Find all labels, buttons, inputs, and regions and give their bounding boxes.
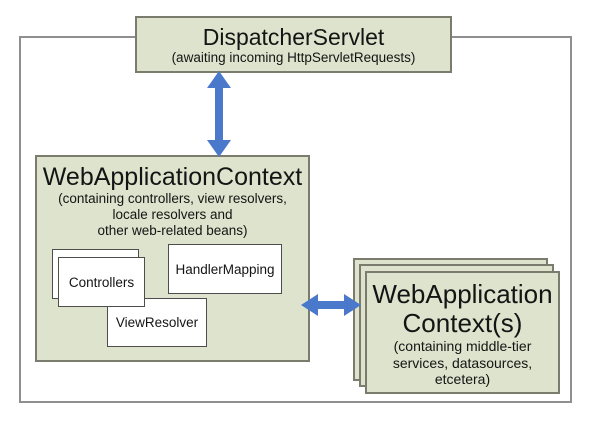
webapp-contexts-subtitle: (containing middle-tier services, dataso… — [367, 338, 558, 388]
title-line: Context(s) — [402, 308, 523, 338]
context-link-arrow-icon — [301, 294, 361, 316]
webapp-contexts-title: WebApplication Context(s) — [367, 280, 558, 338]
dispatcher-servlet-title: DispatcherServlet — [202, 24, 385, 50]
subtitle-line: locale resolvers and — [112, 207, 233, 222]
controllers-label: Controllers — [68, 274, 135, 290]
subtitle-line: services, datasources, — [392, 354, 533, 371]
handler-mapping-box: HandlerMapping — [168, 244, 282, 294]
view-resolver-label: ViewResolver — [115, 315, 199, 330]
subtitle-line: (containing controllers, view resolvers, — [58, 191, 287, 206]
title-line: WebApplication — [372, 279, 553, 309]
controllers-box: Controllers — [58, 257, 145, 307]
subtitle-line: other web-related beans) — [97, 223, 248, 238]
web-application-context-box: WebApplicationContext (containing contro… — [35, 155, 310, 362]
subtitle-line: (containing middle-tier — [393, 338, 532, 354]
subtitle-line: etcetera) — [434, 371, 491, 387]
handler-mapping-label: HandlerMapping — [175, 261, 275, 277]
webapp-contexts-box: WebApplication Context(s) (containing mi… — [365, 271, 560, 394]
dispatcher-servlet-subtitle: (awaiting incoming HttpServletRequests) — [171, 50, 416, 65]
web-application-context-subtitle: (containing controllers, view resolvers,… — [37, 191, 308, 239]
web-application-context-title: WebApplicationContext — [42, 163, 303, 191]
dispatcher-servlet-box: DispatcherServlet (awaiting incoming Htt… — [135, 16, 452, 73]
servlet-context-arrow-icon — [207, 71, 231, 157]
